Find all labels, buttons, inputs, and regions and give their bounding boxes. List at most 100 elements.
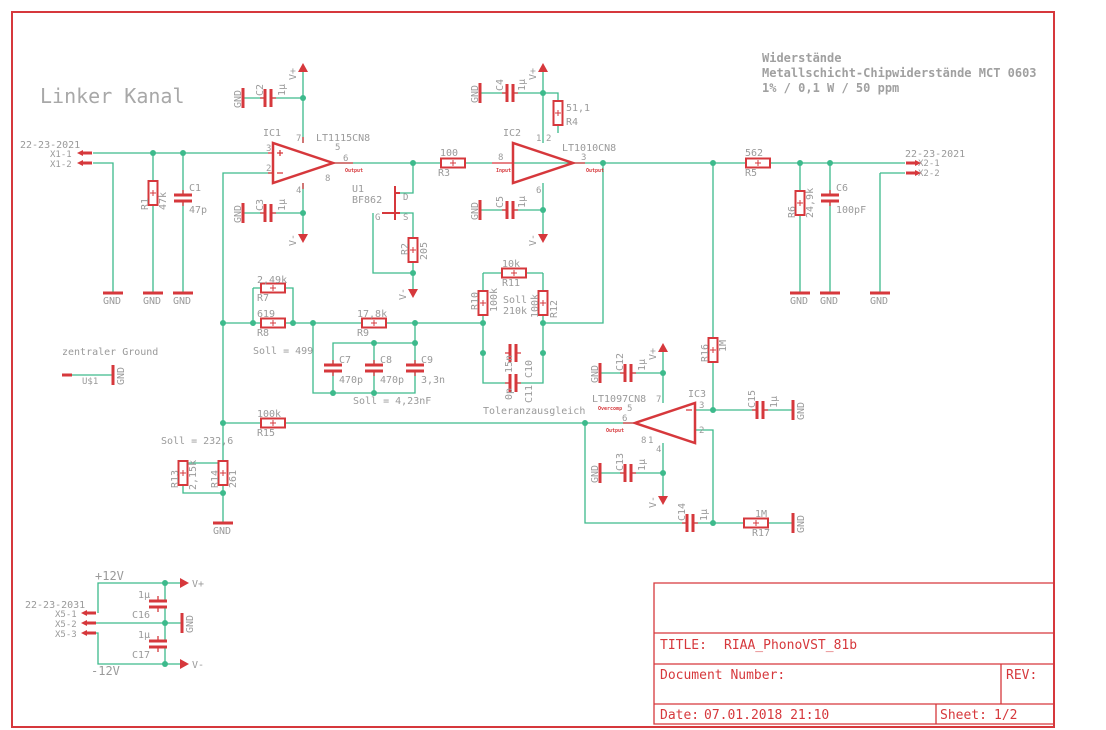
resistor-name: R16	[700, 344, 711, 362]
resistor-name: R11	[502, 278, 520, 289]
capacitor-name: C12	[615, 353, 626, 371]
pin-number: 8	[641, 436, 646, 446]
opamp-ic1[interactable]: IC1 LT1115CN8 3 2 6 5 7 4 8 Output	[263, 128, 370, 196]
ic-value: LT1010CN8	[562, 143, 616, 154]
capacitor-c6[interactable]: C6 100pF	[819, 183, 866, 216]
net-label: +12V	[95, 569, 124, 583]
resistor-r12[interactable]: 100k R12	[530, 290, 560, 318]
connector-x5[interactable]: 22-23-2031 X5-1 X5-2 X5-3	[25, 600, 98, 640]
capacitor-value: 470p	[380, 375, 404, 386]
pin-number: 7	[656, 395, 661, 405]
ic-value: LT1097CN8	[592, 394, 646, 405]
svg-text:GND: GND	[590, 465, 601, 483]
connector-x2[interactable]: 22-23-2021 X2-1 X2-2	[904, 149, 965, 179]
capacitor-value: 1µ	[138, 630, 150, 641]
capacitor-c3[interactable]: C3 1µ	[255, 199, 288, 224]
pin-number: 6	[622, 414, 627, 424]
resistor-note: Widerstände Metallschicht-Chipwiderständ…	[762, 51, 1037, 95]
svg-text:V-: V-	[648, 496, 659, 508]
resistor-name: R13	[170, 470, 181, 488]
resistor-r6[interactable]: R6 24,9k	[787, 188, 816, 218]
note-line: Widerstände	[762, 51, 841, 65]
resistor-name: R5	[745, 168, 757, 179]
jfet-u1[interactable]: U1 BF862 D G S	[352, 184, 408, 223]
pin-number: 1	[536, 134, 541, 144]
resistor-r13[interactable]: R13 2,15k	[170, 460, 199, 490]
capacitor-c8[interactable]: C8 470p	[363, 355, 404, 386]
capacitor-c2[interactable]: C2 1µ	[255, 84, 288, 109]
capacitor-name: C16	[132, 610, 150, 621]
pin-number: 7	[296, 134, 301, 144]
capacitor-c17[interactable]: 1µ C17	[132, 630, 169, 661]
resistor-value: 51,1	[566, 103, 590, 114]
resistor-r11[interactable]: 10k R11	[501, 259, 527, 289]
capacitor-name: C6	[836, 183, 848, 194]
vminus-arrow-icon: V-	[648, 496, 668, 508]
capacitor-c7[interactable]: C7 470p	[322, 355, 363, 386]
resistor-value: 2,49k	[257, 275, 287, 286]
svg-text:GND: GND	[470, 85, 481, 103]
resistor-r15[interactable]: 100k R15	[257, 409, 286, 439]
svg-text:V+: V+	[288, 68, 299, 80]
capacitor-c14[interactable]: C14 1µ	[677, 503, 710, 534]
gnd-icon: GND	[180, 611, 196, 635]
svg-text:GND: GND	[870, 296, 888, 307]
gnd-icon: GND	[171, 291, 195, 307]
resistor-name: R10	[470, 292, 481, 310]
resistor-r10[interactable]: R10 100k	[470, 288, 500, 316]
capacitor-c5[interactable]: C5 1µ	[495, 196, 528, 221]
resistor-value: 562	[745, 148, 763, 159]
connector-pin-label: X5-2	[55, 620, 77, 630]
capacitor-c10[interactable]: 15n C10	[503, 342, 535, 378]
vplus-arrow-icon: V+	[180, 578, 204, 590]
capacitor-name: C13	[615, 453, 626, 471]
ic-name: IC3	[688, 389, 706, 400]
resistor-r3[interactable]: 100 R3	[438, 148, 466, 179]
resistor-r9[interactable]: 17,8k R9	[357, 309, 387, 339]
capacitor-c9[interactable]: C9 3,3n	[404, 355, 445, 386]
resistor-value: 17,8k	[357, 309, 387, 320]
resistor-r2[interactable]: R2 205	[400, 237, 430, 263]
capacitor-c13[interactable]: C13 1µ	[615, 453, 648, 484]
capacitor-value: 1µ	[517, 196, 528, 208]
capacitor-c16[interactable]: 1µ C16	[132, 590, 169, 621]
capacitor-c12[interactable]: C12 1µ	[615, 353, 648, 384]
svg-text:V+: V+	[528, 68, 539, 80]
connector-x1[interactable]: 22-23-2021 X1-1 X1-2	[20, 140, 94, 170]
capacitor-name: C3	[255, 199, 266, 211]
gnd-icon: GND	[791, 398, 807, 422]
gnd-icon: GND	[590, 461, 602, 485]
capacitor-c4[interactable]: C4 1µ	[495, 79, 528, 104]
pin-number: 6	[536, 186, 541, 196]
resistor-r17[interactable]: 1M R17	[743, 509, 770, 539]
sheet-label: Sheet:	[940, 708, 987, 723]
capacitor-c1[interactable]: C1 47p	[172, 183, 207, 216]
resistor-r7[interactable]: 2,49k R7	[257, 275, 287, 304]
resistor-r16[interactable]: R16 1M	[700, 337, 729, 363]
title-block: TITLE: RIAA_PhonoVST_81b Document Number…	[653, 582, 1055, 725]
opamp-ic2[interactable]: IC2 LT1010CN8 8 3 1 2 6 Input Output	[492, 128, 616, 196]
resistor-name: R2	[400, 243, 411, 255]
annotation: 210k	[503, 306, 527, 317]
vminus-arrow-icon: V-	[528, 234, 548, 246]
capacitor-value: 100pF	[836, 205, 866, 216]
svg-text:V+: V+	[648, 348, 659, 360]
capacitor-c15[interactable]: C15 1µ	[747, 390, 780, 421]
svg-text:GND: GND	[470, 202, 481, 220]
vminus-arrow-icon: V-	[398, 288, 418, 300]
pin-number: 2	[266, 164, 271, 174]
net-label: -12V	[91, 664, 120, 678]
capacitor-c11[interactable]: 0p C11	[503, 372, 535, 403]
opamp-ic3[interactable]: IC3 LT1097CN8 3 2 6 5 7 4 8 1 Overcomp O…	[592, 389, 706, 455]
capacitor-value: 15n	[504, 355, 515, 373]
resistor-r8[interactable]: 619 R8	[257, 309, 286, 339]
resistor-r4[interactable]: 51,1 R4	[552, 100, 591, 128]
resistor-r1[interactable]: R1 47k	[140, 180, 169, 210]
annotation: Toleranzausgleich	[483, 406, 585, 417]
resistor-r14[interactable]: R14 261	[210, 460, 239, 488]
title-label: TITLE:	[660, 638, 707, 653]
resistor-r5[interactable]: 562 R5	[745, 148, 771, 179]
resistor-value: 619	[257, 309, 275, 320]
resistor-name: R8	[257, 328, 269, 339]
